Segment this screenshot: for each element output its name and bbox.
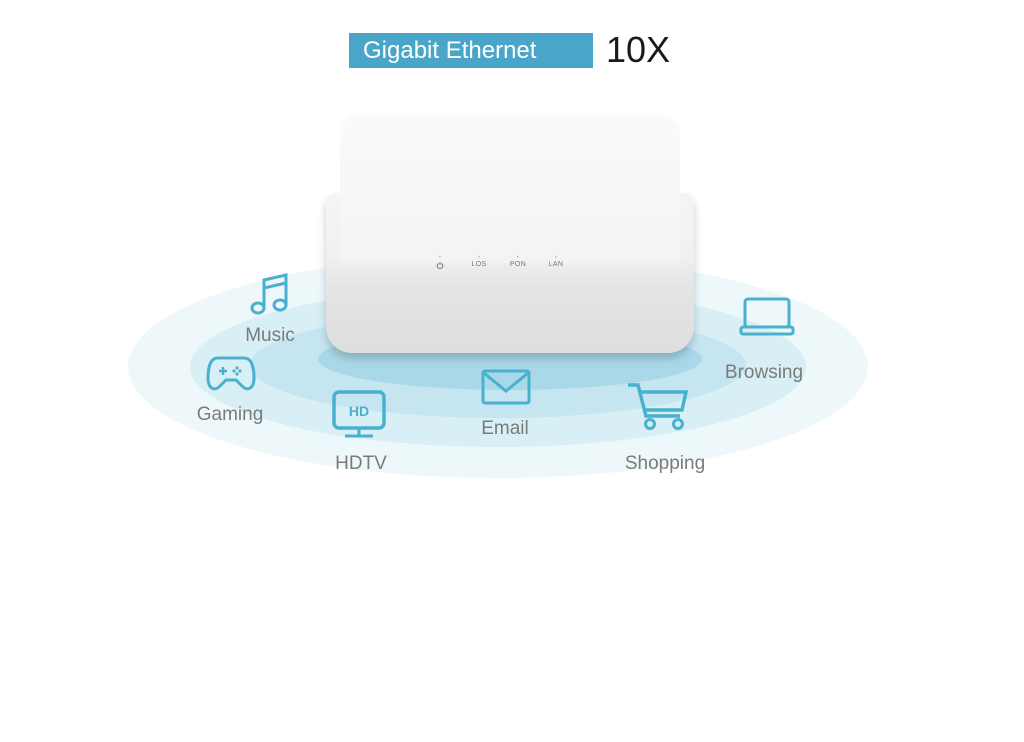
- email-label: Email: [481, 418, 529, 439]
- power-icon: [436, 261, 444, 269]
- hdtv-icon: HD: [332, 390, 386, 438]
- lan-label: LAN: [548, 261, 564, 268]
- ont-router-device: • •LOS •PON •LAN: [322, 113, 700, 358]
- app-music: Music: [236, 325, 304, 347]
- device-top: [340, 113, 680, 263]
- laptop-icon: [739, 297, 795, 336]
- music-note-icon: [250, 273, 288, 315]
- app-gaming: Gaming: [190, 404, 270, 426]
- gamepad-icon: [206, 356, 256, 391]
- gigabit-ethernet-badge: Gigabit Ethernet: [349, 33, 593, 68]
- app-hdtv: HDTV: [326, 453, 396, 475]
- los-label: LOS: [471, 261, 487, 268]
- lan-indicator: •LAN: [548, 255, 564, 268]
- pon-indicator: •PON: [509, 255, 527, 268]
- power-indicator: •: [425, 255, 455, 271]
- shopping-label: Shopping: [624, 453, 706, 474]
- browsing-label: Browsing: [724, 362, 804, 383]
- los-indicator: •LOS: [471, 255, 487, 268]
- hdtv-label: HDTV: [335, 453, 387, 474]
- shopping-cart-icon: [628, 383, 689, 430]
- app-browsing: Browsing: [714, 362, 814, 384]
- pon-label: PON: [509, 261, 527, 268]
- gaming-label: Gaming: [196, 404, 264, 425]
- speed-multiplier: 10X: [606, 29, 671, 70]
- music-label: Music: [245, 325, 295, 346]
- app-email: Email: [468, 418, 542, 440]
- hd-icon-text: HD: [349, 403, 369, 419]
- app-shopping: Shopping: [616, 453, 714, 475]
- envelope-icon: [481, 369, 531, 405]
